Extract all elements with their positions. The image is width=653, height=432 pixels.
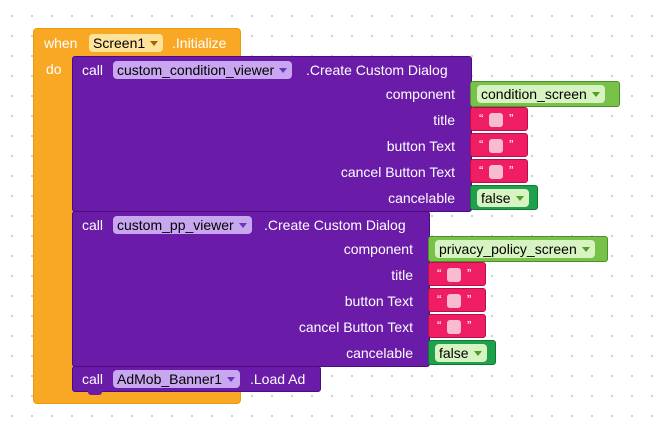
call-1-cancel-button-text-field[interactable] (489, 165, 503, 179)
close-quote: ” (467, 292, 472, 307)
call-1-cancel-button-text-param-label: cancel Button Text (340, 164, 455, 180)
call-3-call-label: call (82, 371, 104, 387)
call-2-title-text-block[interactable]: “ ” (428, 262, 486, 286)
call-1-title-param-label: title (433, 112, 455, 128)
call-2-component-value-dropdown[interactable]: privacy_policy_screen (435, 240, 595, 258)
call-1-title-text-block[interactable]: “ ” (470, 107, 528, 131)
call-1-title-text-field[interactable] (489, 113, 503, 127)
call-2-component-param-label: component (343, 241, 413, 257)
call-1-button-text-block[interactable]: “ ” (470, 133, 528, 157)
open-quote: “ (479, 163, 484, 178)
call-1-cancel-button-text-block[interactable]: “ ” (470, 159, 528, 183)
call-1-cancelable-dropdown[interactable]: false (477, 189, 529, 207)
open-quote: “ (437, 266, 442, 281)
open-quote: “ (479, 137, 484, 152)
close-quote: ” (467, 318, 472, 333)
call-3-component-dropdown[interactable]: AdMob_Banner1 (113, 370, 241, 388)
event-when-label: when (44, 35, 78, 51)
open-quote: “ (479, 111, 484, 126)
call-2-button-text-field[interactable] (447, 294, 461, 308)
call-2-cancelable-param-label: cancelable (346, 345, 413, 361)
close-quote: ” (509, 111, 514, 126)
call-block-custom-condition-viewer[interactable] (72, 56, 472, 212)
call-1-component-value-block[interactable]: condition_screen (470, 81, 620, 107)
call-2-cancel-button-text-block[interactable]: “ ” (428, 314, 486, 338)
call-2-cancel-button-text-field[interactable] (447, 320, 461, 334)
call-2-button-text-block[interactable]: “ ” (428, 288, 486, 312)
close-quote: ” (467, 266, 472, 281)
call-1-component-dropdown[interactable]: custom_condition_viewer (113, 61, 293, 79)
call-1-call-label: call (82, 62, 104, 78)
call-2-component-dropdown[interactable]: custom_pp_viewer (113, 216, 252, 234)
call-1-cancelable-param-label: cancelable (388, 190, 455, 206)
close-quote: ” (509, 137, 514, 152)
open-quote: “ (437, 292, 442, 307)
call-1-button-text-field[interactable] (489, 139, 503, 153)
call-2-cancelable-logic-block[interactable]: false (428, 340, 496, 365)
call-1-component-param-label: component (385, 86, 455, 102)
open-quote: “ (437, 318, 442, 333)
close-quote: ” (509, 163, 514, 178)
call-3-method-label: .Load Ad (250, 371, 306, 387)
call-2-title-param-label: title (391, 267, 413, 283)
call-1-method-label: .Create Custom Dialog (306, 62, 448, 78)
call-2-cancel-button-text-param-label: cancel Button Text (298, 319, 413, 335)
call-2-button-text-param-label: button Text (344, 293, 413, 309)
event-name-label: .Initialize (172, 35, 227, 51)
call-1-component-value-dropdown[interactable]: condition_screen (477, 85, 605, 103)
call-2-cancelable-dropdown[interactable]: false (435, 344, 487, 362)
call-2-method-label: .Create Custom Dialog (264, 217, 406, 233)
call-2-title-text-field[interactable] (447, 268, 461, 282)
call-3-bottom-tab (88, 391, 102, 395)
event-do-label: do (46, 61, 62, 77)
event-component-dropdown[interactable]: Screen1 (89, 34, 164, 52)
call-1-button-text-param-label: button Text (386, 138, 455, 154)
call-2-call-label: call (82, 217, 104, 233)
call-2-component-value-block[interactable]: privacy_policy_screen (428, 236, 608, 262)
call-1-cancelable-logic-block[interactable]: false (470, 185, 538, 210)
